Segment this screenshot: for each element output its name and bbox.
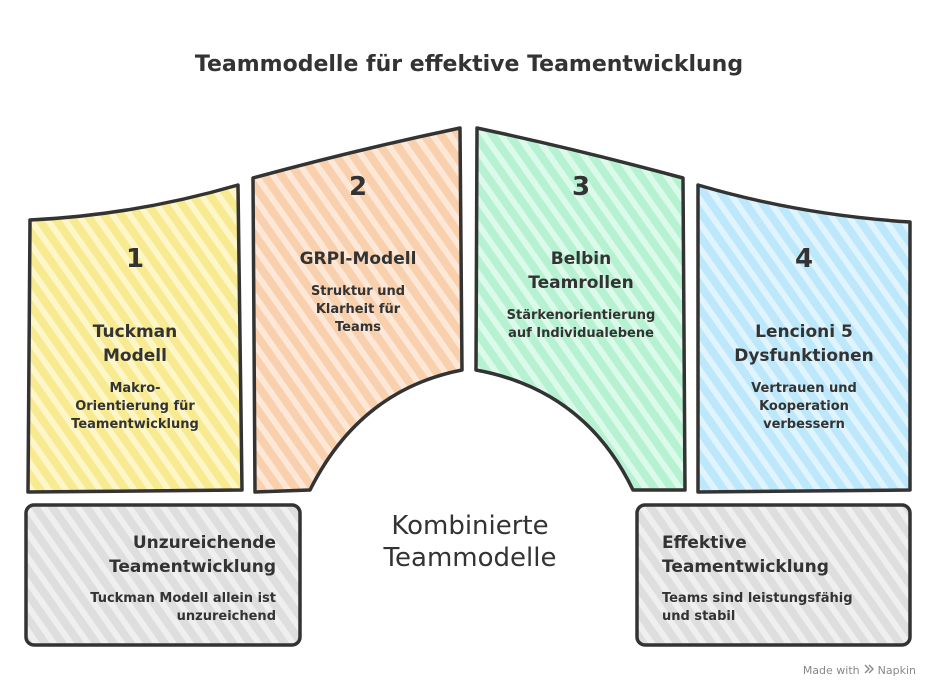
panel-description: Stärkenorientierung auf Individualebene bbox=[506, 308, 656, 341]
panel-number: 3 bbox=[571, 172, 591, 202]
footer-text: Made with bbox=[802, 664, 860, 677]
panel-lencioni bbox=[696, 183, 912, 494]
panel-number: 1 bbox=[125, 244, 145, 274]
panel-belbin bbox=[474, 126, 687, 492]
panel-description: Vertrauen und Kooperation verbessern bbox=[751, 381, 857, 432]
footer-branding: Made with Napkin bbox=[803, 664, 916, 677]
panel-description: Struktur und Klarheit für Teams bbox=[310, 284, 406, 335]
outcome-heading: Effektive Teamentwicklung bbox=[662, 533, 829, 577]
panel-number: 4 bbox=[794, 244, 814, 274]
page-title: Teammodelle für effektive Teamentwicklun… bbox=[194, 52, 744, 77]
footer-brand: Napkin bbox=[877, 664, 916, 677]
napkin-logo-icon bbox=[864, 664, 874, 677]
outcome-heading: Unzureichende Teamentwicklung bbox=[109, 533, 276, 577]
center-label: Kombinierte Teammodelle bbox=[383, 511, 557, 573]
panel-heading: Lencioni 5 Dysfunktionen bbox=[734, 322, 874, 366]
outcome-box-effective bbox=[635, 503, 912, 647]
panel-heading: Belbin Teamrollen bbox=[528, 249, 634, 293]
panel-grpi bbox=[251, 126, 464, 494]
outcome-description: Tuckman Modell allein ist unzureichend bbox=[90, 591, 276, 624]
panel-number: 2 bbox=[348, 172, 368, 202]
outcome-box-insufficient bbox=[24, 503, 302, 647]
panel-heading: Tuckman Modell bbox=[92, 322, 178, 366]
panel-description: Makro- Orientierung für Teamentwicklung bbox=[71, 381, 199, 432]
panel-heading: GRPI-Modell bbox=[299, 249, 417, 269]
outcome-description: Teams sind leistungsfähig und stabil bbox=[662, 591, 853, 624]
panel-tuckman bbox=[26, 183, 244, 494]
